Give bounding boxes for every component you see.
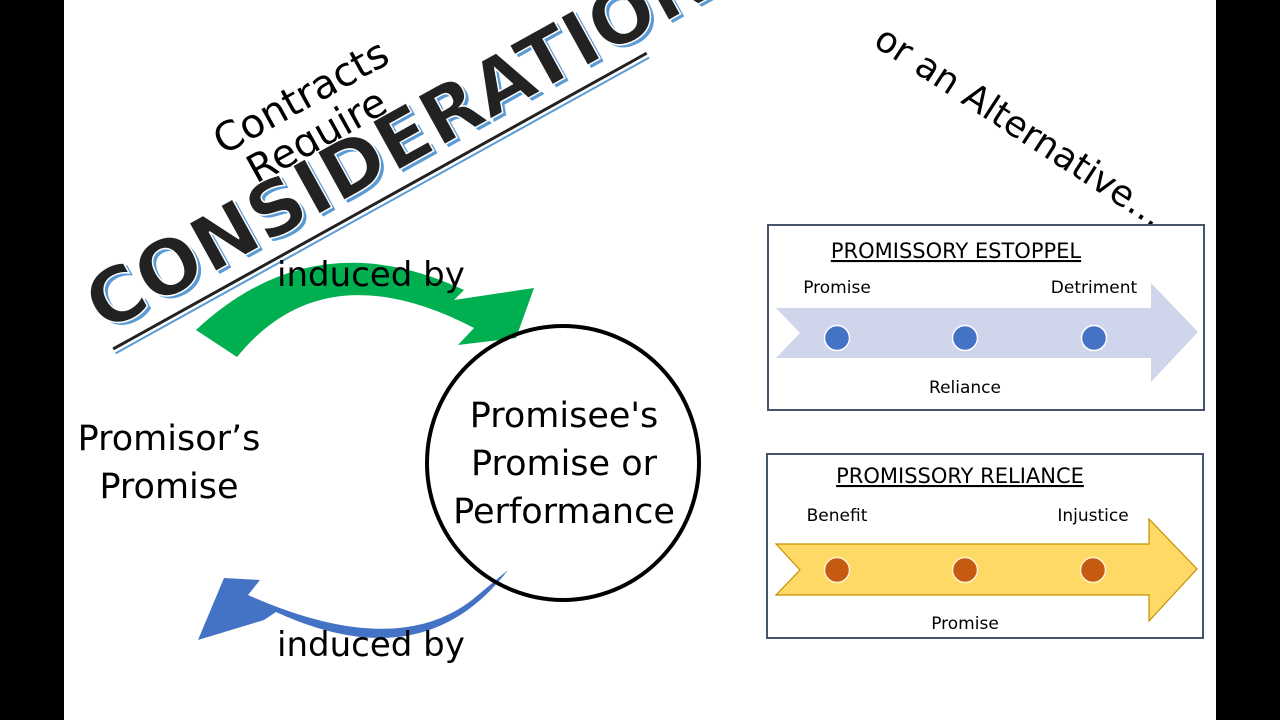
estoppel-dot-2 bbox=[951, 324, 979, 352]
heading-group: Contracts Require CONSIDERATION CONSIDER… bbox=[69, 0, 731, 355]
top-arrow-label: induced by bbox=[277, 255, 465, 295]
reliance-title: PROMISSORY RELIANCE bbox=[836, 464, 1084, 488]
reliance-arrow bbox=[774, 517, 1198, 623]
promisor-promise-line2: Promise bbox=[99, 467, 238, 507]
alternative-heading: or an Alternative... bbox=[867, 18, 1171, 236]
reliance-dot-2 bbox=[951, 556, 979, 584]
reliance-label-promise: Promise bbox=[931, 614, 999, 634]
estoppel-arrow bbox=[776, 283, 1198, 382]
estoppel-label-promise: Promise bbox=[803, 278, 871, 298]
slide: Contracts Require CONSIDERATION CONSIDER… bbox=[64, 0, 1216, 720]
reliance-box: PROMISSORY RELIANCE Benefit Injustice Pr… bbox=[766, 453, 1204, 639]
estoppel-dot-1 bbox=[823, 324, 851, 352]
alternative-heading-group: or an Alternative... bbox=[867, 18, 1171, 236]
bottom-arrow-label: induced by bbox=[277, 625, 465, 665]
diagram-canvas: Contracts Require CONSIDERATION CONSIDER… bbox=[69, 0, 1205, 665]
estoppel-dot-3 bbox=[1080, 324, 1108, 352]
promisee-line2: Promise or bbox=[471, 444, 658, 484]
promisee-line1: Promisee's bbox=[470, 396, 659, 436]
estoppel-label-detriment: Detriment bbox=[1051, 278, 1138, 298]
promisee-circle bbox=[425, 324, 701, 602]
reliance-dot-3 bbox=[1079, 556, 1107, 584]
reliance-dot-1 bbox=[823, 556, 851, 584]
bottom-arrow bbox=[198, 570, 508, 640]
estoppel-label-reliance: Reliance bbox=[929, 378, 1001, 398]
reliance-label-injustice: Injustice bbox=[1057, 506, 1128, 526]
top-arrow bbox=[196, 262, 534, 357]
estoppel-box: PROMISSORY ESTOPPEL Promise Detriment Re… bbox=[767, 224, 1205, 411]
promisee-line3: Performance bbox=[453, 492, 675, 532]
heading-underline-accent bbox=[115, 56, 650, 355]
estoppel-title: PROMISSORY ESTOPPEL bbox=[831, 239, 1082, 263]
reliance-label-benefit: Benefit bbox=[807, 506, 868, 526]
heading-underline bbox=[112, 51, 648, 351]
promisor-promise-line1: Promisor’s bbox=[78, 419, 261, 459]
